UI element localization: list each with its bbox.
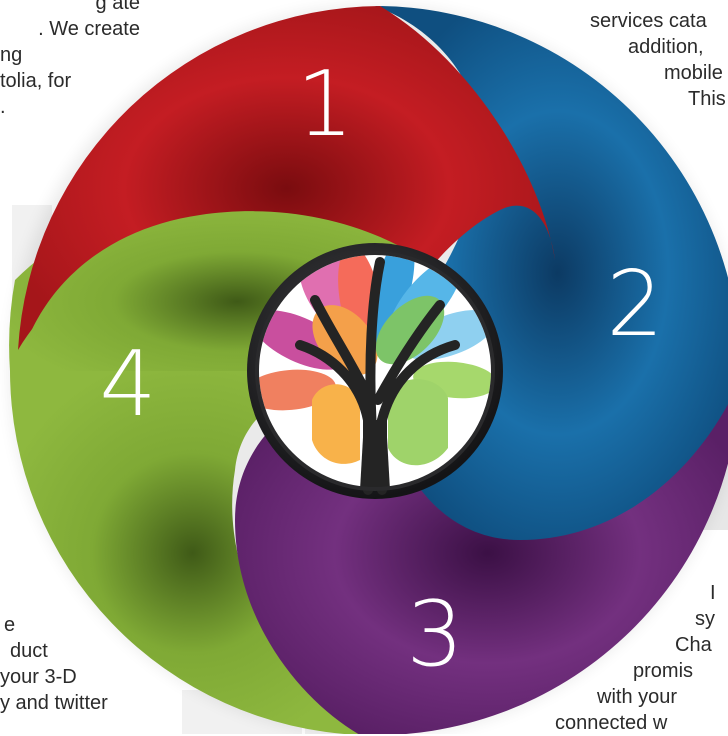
tree-of-life-icon (247, 243, 503, 499)
text-line: y and twitter (0, 692, 108, 714)
text-line: . We create (38, 18, 140, 40)
text-line: I (710, 582, 716, 604)
text-line: duct (10, 640, 48, 662)
text-block-top-left: g ate . We create ng tolia, for . (0, 0, 140, 120)
text-line: This (688, 88, 726, 110)
text-line: connected w (555, 712, 668, 734)
text-block-bottom-left: e duct your 3-D y and twitter (0, 612, 150, 716)
segment-2-number: 2 (606, 252, 663, 357)
text-line: mobile (664, 62, 723, 84)
text-block-bottom-right: I sy Cha promis with your connected w (555, 580, 728, 736)
text-line: your 3-D (0, 666, 77, 688)
text-line: addition, (628, 36, 704, 58)
text-line: g ate (95, 0, 140, 14)
text-block-top-right: services cata addition, mobile This (560, 8, 728, 112)
text-line: . (0, 96, 6, 118)
text-line: sy (695, 608, 715, 630)
text-line: Cha (675, 634, 712, 656)
text-line: e (4, 614, 16, 636)
text-line: tolia, for (0, 70, 72, 92)
segment-3-number: 3 (406, 582, 463, 687)
segment-1-number: 1 (296, 52, 353, 157)
text-line: ng (0, 44, 23, 66)
text-line: services cata (590, 10, 707, 32)
text-line: promis (633, 660, 694, 682)
segment-4-green (10, 371, 375, 734)
segment-4-number: 4 (99, 332, 156, 437)
text-line: with your (597, 686, 678, 708)
